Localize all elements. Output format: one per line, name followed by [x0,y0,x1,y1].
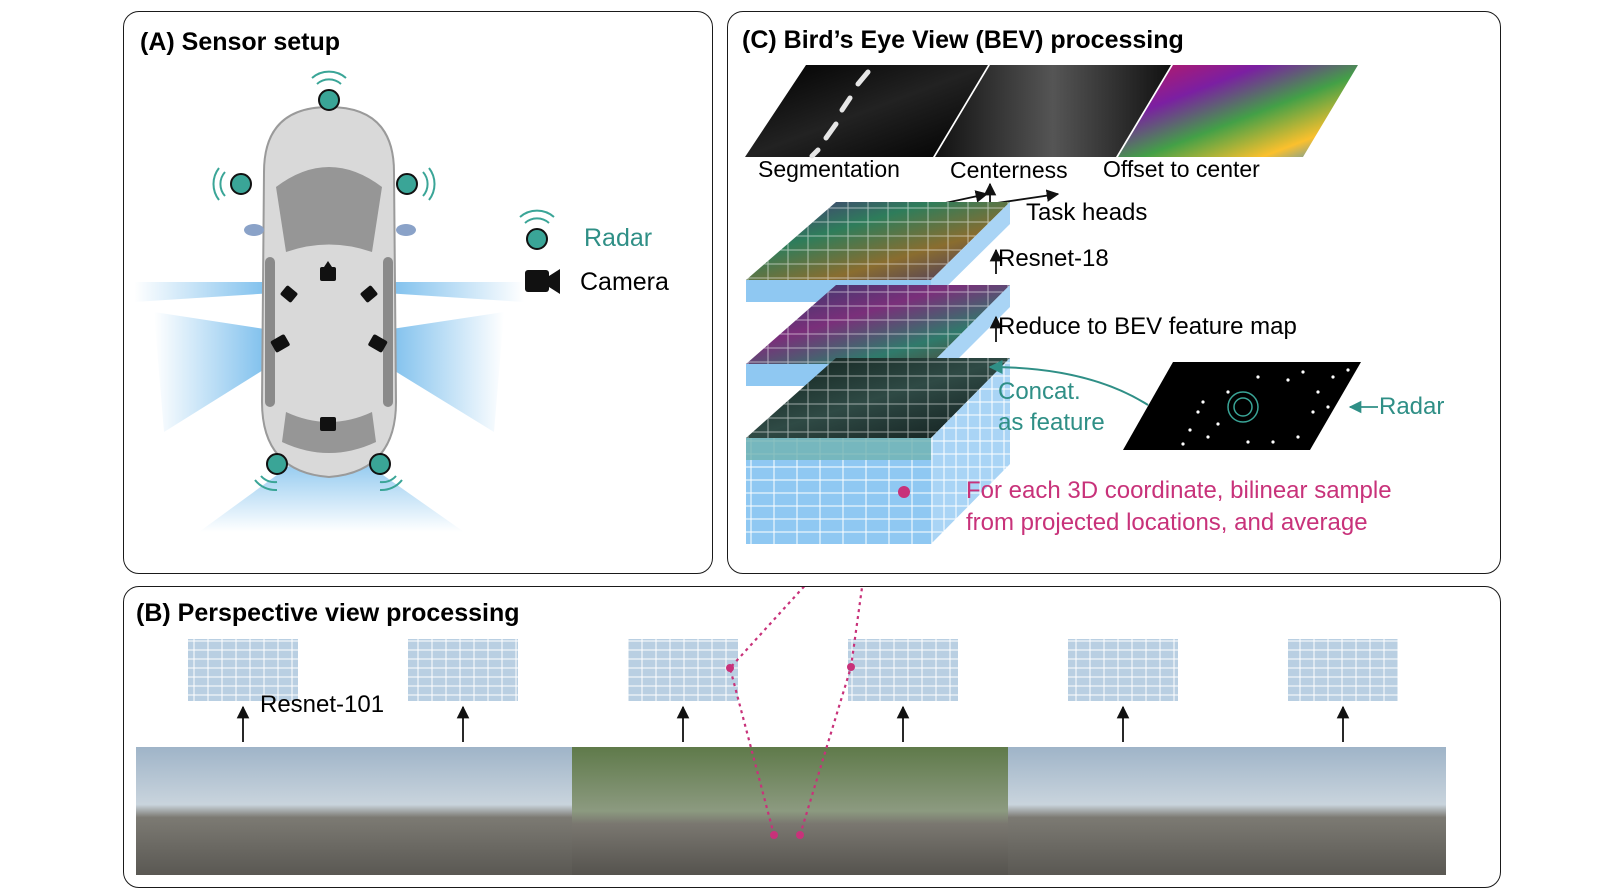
reduce-label: Reduce to BEV feature map [998,313,1297,340]
voxel-top-grid [746,358,1010,438]
camera-icon [270,261,388,431]
radar-waves [212,70,555,492]
panel-sensor-setup: (A) Sensor setup [123,11,713,574]
bev-pipeline-diagram [745,65,1378,544]
car-side-left [265,257,275,407]
camera-icon [525,269,560,294]
radar-label: Radar [1379,393,1445,420]
sample-note-line1: For each 3D coordinate, bilinear sample [966,477,1392,504]
camera-beam-right-mid [372,312,504,432]
voxel-front-teal [746,438,931,460]
panel-a-title: (A) Sensor setup [140,28,341,56]
image-feature-maps [188,639,1398,701]
radar-ego-icon [1227,391,1259,423]
camera-image [572,747,790,875]
output-label-centerness: Centerness [950,157,1068,183]
perspective-diagram [136,587,1446,875]
panel-bev-processing: (C) Bird’s Eye View (BEV) processing [727,11,1501,574]
legend-radar-label: Radar [584,224,653,252]
resnet18-label: Resnet-18 [998,245,1109,272]
concat-label-line1: Concat. [998,378,1081,405]
feature-map [1068,639,1178,701]
resnet101-label: Resnet-101 [260,691,385,718]
panel-b-title: (B) Perspective view processing [136,599,520,627]
radar-bev-map [1123,362,1361,450]
task-heads-label: Task heads [1026,199,1148,226]
camera-image [136,747,354,875]
projection-points [726,663,855,839]
output-label-segmentation: Segmentation [758,156,900,182]
feature-map [848,639,958,701]
bev-feature-mid-grid [746,285,1010,364]
resnet101-arrows [236,705,1350,742]
car-rear-window [282,412,376,453]
car-sensor-diagram [134,70,560,532]
radar-points [1181,368,1350,446]
camera-image [790,747,1008,875]
camera-image [354,747,572,875]
feature-map [1288,639,1398,701]
centerness-map [935,65,1171,157]
panel-c-title: (C) Bird’s Eye View (BEV) processing [742,26,1184,54]
offset-map [1118,65,1358,157]
panel-perspective-processing: (B) Perspective view processing [123,586,1501,888]
sample-note-line2: from projected locations, and average [966,509,1368,536]
bev-feature-top-side [931,202,1010,302]
mirror-right [396,224,416,236]
segmentation-stripes [809,69,871,159]
mirror-left [244,224,264,236]
concat-label-line2: as feature [998,409,1105,436]
camera-beam-left-front [134,282,289,302]
car-windshield [276,167,382,252]
bev-feature-top-grid [746,202,1010,280]
concat-arrow [988,360,1149,406]
camera-beam-right-front [369,282,524,302]
camera-images [136,747,1446,875]
feature-map [188,639,298,701]
camera-image [1226,747,1446,875]
legend-camera-label: Camera [580,268,669,296]
output-label-offset: Offset to center [1103,156,1260,182]
radar-icon [230,89,548,475]
feature-map [628,639,738,701]
segmentation-map [745,65,988,157]
camera-beam-rear [199,437,464,532]
camera-beam-left-mid [154,312,284,432]
sample-point [898,486,910,498]
voxel-side [931,358,1010,544]
feature-map [408,639,518,701]
camera-image [1008,747,1226,875]
car-side-right [383,257,393,407]
